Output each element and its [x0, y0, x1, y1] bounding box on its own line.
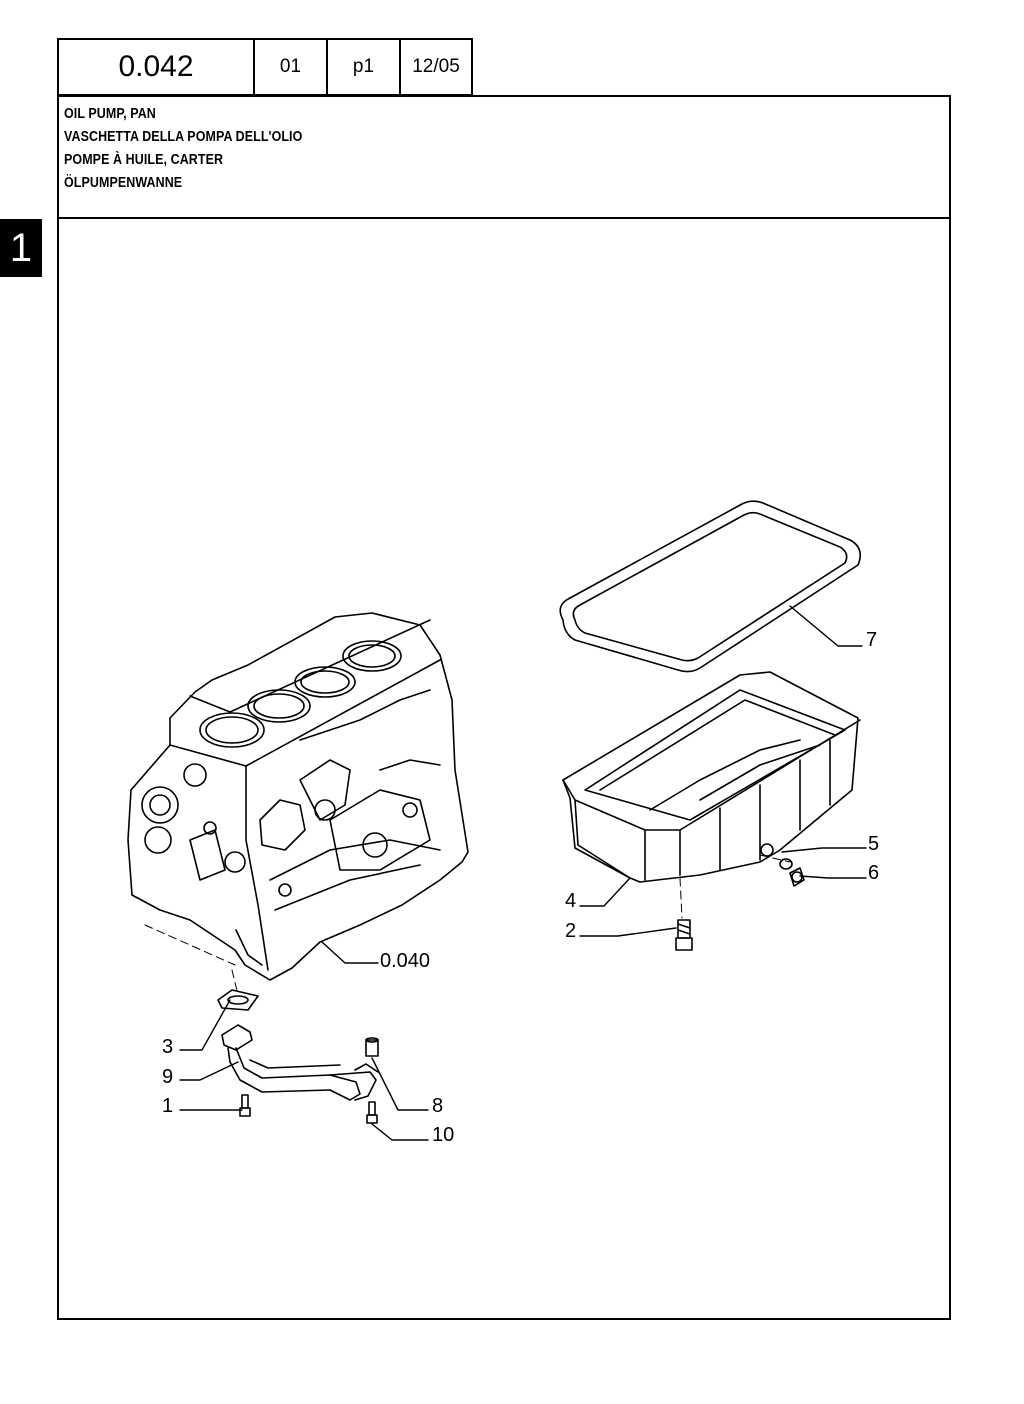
page-code-text: 0.042 — [118, 50, 194, 83]
page-code: 0.042 — [57, 38, 255, 96]
header-date-text: 12/05 — [412, 56, 460, 77]
callout-10: 10 — [432, 1124, 454, 1146]
bushing-illustration — [365, 1037, 379, 1057]
title-german: ÖLPUMPENWANNE — [64, 175, 183, 191]
callout-3: 3 — [162, 1036, 173, 1058]
section-tab[interactable]: 1 — [0, 219, 42, 277]
diagram-frame — [57, 217, 951, 1320]
callout-ref-0-040: 0.040 — [380, 950, 430, 972]
callout-1: 1 — [162, 1095, 173, 1117]
header-field-2: p1 — [326, 38, 401, 96]
gasket-illustration — [559, 500, 861, 673]
callout-2: 2 — [565, 920, 576, 942]
header-field-1-text: 01 — [279, 56, 302, 77]
title-italian: VASCHETTA DELLA POMPA DELL'OLIO — [64, 129, 303, 145]
callout-4: 4 — [565, 890, 576, 912]
title-french: POMPE À HUILE, CARTER — [64, 152, 224, 168]
title-english: OIL PUMP, PAN — [64, 106, 156, 122]
drain-plug-illustration — [779, 858, 805, 887]
callout-9: 9 — [162, 1066, 173, 1088]
screw-2-illustration — [675, 919, 693, 951]
oil-pan-illustration — [562, 671, 861, 883]
screw-10-illustration — [366, 1101, 378, 1124]
header-field-2-text: p1 — [352, 56, 375, 77]
callout-5: 5 — [868, 833, 879, 855]
callout-8: 8 — [432, 1095, 443, 1117]
callout-7: 7 — [866, 629, 877, 651]
callout-6: 6 — [868, 862, 879, 884]
engine-block-illustration — [127, 612, 469, 981]
section-tab-label: 1 — [9, 225, 33, 270]
suction-pipe-illustration — [217, 989, 379, 1101]
screw-1-illustration — [239, 1094, 251, 1117]
